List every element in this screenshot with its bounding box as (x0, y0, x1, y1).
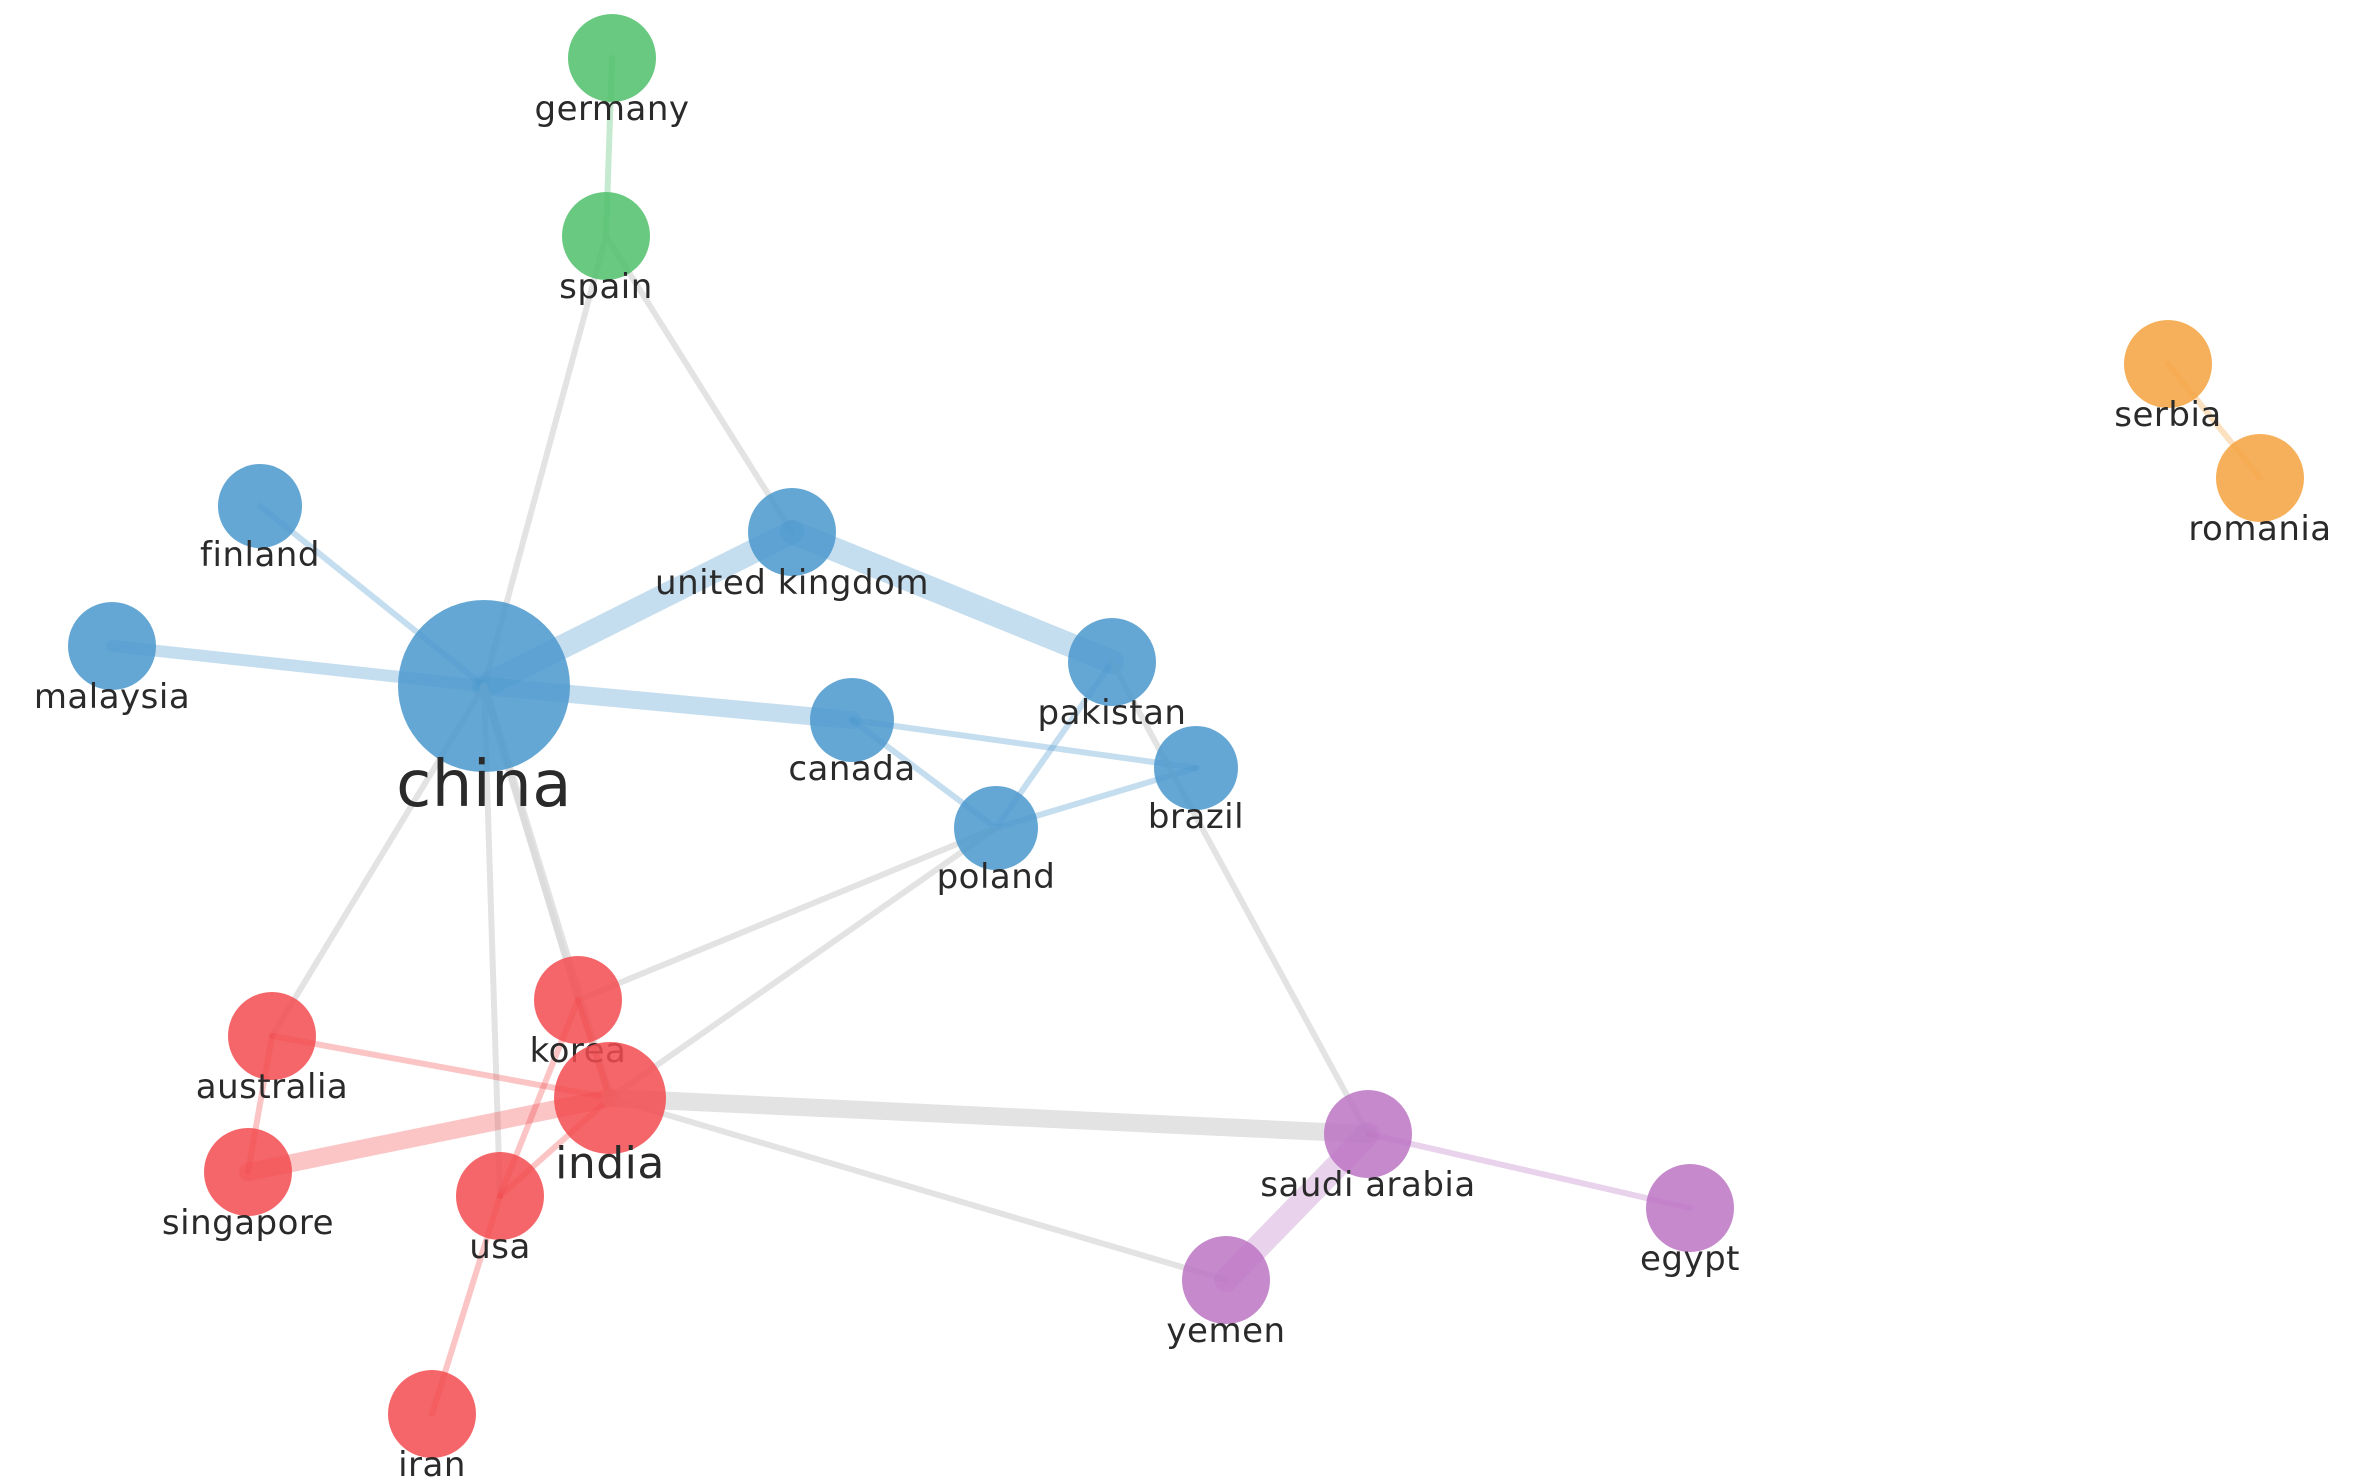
node-india[interactable]: india (554, 1042, 666, 1189)
node-egypt[interactable]: egypt (1640, 1164, 1740, 1279)
node-circle-australia[interactable] (228, 992, 316, 1080)
node-singapore[interactable]: singapore (162, 1128, 334, 1243)
edge-saudi_arabia-egypt (1365, 1131, 1693, 1211)
node-label-finland: finland (200, 535, 320, 575)
node-label-china: china (396, 748, 572, 822)
node-circle-united_kingdom[interactable] (748, 488, 836, 576)
node-label-malaysia: malaysia (34, 677, 190, 717)
node-label-romania: romania (2188, 509, 2331, 549)
edge-poland-korea (575, 825, 999, 1003)
node-circle-poland[interactable] (954, 786, 1038, 870)
edge-india-yemen (607, 1095, 1229, 1283)
node-malaysia[interactable]: malaysia (34, 602, 190, 717)
node-label-poland: poland (937, 857, 1056, 897)
node-germany[interactable]: germany (534, 14, 689, 129)
node-iran[interactable]: iran (388, 1370, 476, 1481)
node-circle-india[interactable] (554, 1042, 666, 1154)
node-label-singapore: singapore (162, 1203, 334, 1243)
edge-pakistan-saudi_arabia (1109, 659, 1371, 1137)
node-label-egypt: egypt (1640, 1239, 1740, 1279)
nodes-layer: germany spain finland united kingdom malaysi… (34, 14, 2331, 1481)
node-label-pakistan: pakistan (1038, 693, 1187, 733)
node-label-germany: germany (534, 89, 689, 129)
node-yemen[interactable]: yemen (1166, 1236, 1285, 1351)
node-circle-iran[interactable] (388, 1370, 476, 1458)
node-circle-malaysia[interactable] (68, 602, 156, 690)
node-circle-yemen[interactable] (1182, 1236, 1270, 1324)
node-label-canada: canada (788, 749, 915, 789)
node-circle-singapore[interactable] (204, 1128, 292, 1216)
node-australia[interactable]: australia (196, 992, 348, 1107)
node-label-iran: iran (398, 1445, 466, 1481)
node-spain[interactable]: spain (559, 192, 653, 307)
node-circle-spain[interactable] (562, 192, 650, 280)
node-label-spain: spain (559, 267, 653, 307)
node-label-saudi_arabia: saudi arabia (1260, 1165, 1475, 1205)
node-finland[interactable]: finland (200, 464, 320, 575)
node-label-yemen: yemen (1166, 1311, 1285, 1351)
node-brazil[interactable]: brazil (1148, 726, 1244, 837)
node-circle-saudi_arabia[interactable] (1324, 1090, 1412, 1178)
node-pakistan[interactable]: pakistan (1038, 618, 1187, 733)
edge-india-saudi_arabia (601, 1089, 1377, 1143)
node-circle-usa[interactable] (456, 1152, 544, 1240)
node-circle-germany[interactable] (568, 14, 656, 102)
node-circle-serbia[interactable] (2124, 320, 2212, 408)
node-poland[interactable]: poland (937, 786, 1056, 897)
node-united_kingdom[interactable]: united kingdom (655, 488, 929, 603)
node-label-usa: usa (469, 1227, 531, 1267)
node-label-serbia: serbia (2114, 395, 2221, 435)
node-circle-finland[interactable] (218, 464, 302, 548)
edge-canada-brazil (849, 717, 1199, 771)
node-serbia[interactable]: serbia (2114, 320, 2221, 435)
edge-singapore-india (239, 1089, 619, 1181)
edge-poland-india (607, 825, 999, 1101)
node-label-india: india (555, 1138, 665, 1189)
node-circle-china[interactable] (398, 600, 570, 772)
edge-united_kingdom-pakistan (780, 520, 1124, 674)
node-saudi_arabia[interactable]: saudi arabia (1260, 1090, 1475, 1205)
node-circle-pakistan[interactable] (1068, 618, 1156, 706)
node-label-united_kingdom: united kingdom (655, 563, 929, 603)
node-circle-canada[interactable] (810, 678, 894, 762)
node-label-brazil: brazil (1148, 797, 1244, 837)
node-label-australia: australia (196, 1067, 348, 1107)
edge-spain-united_kingdom (603, 233, 795, 535)
node-usa[interactable]: usa (456, 1152, 544, 1267)
edge-australia-india (269, 1033, 613, 1101)
node-china[interactable]: china (396, 600, 572, 822)
node-circle-korea[interactable] (534, 956, 622, 1044)
node-romania[interactable]: romania (2188, 434, 2331, 549)
node-circle-romania[interactable] (2216, 434, 2304, 522)
node-circle-egypt[interactable] (1646, 1164, 1734, 1252)
node-canada[interactable]: canada (788, 678, 915, 789)
node-circle-brazil[interactable] (1154, 726, 1238, 810)
